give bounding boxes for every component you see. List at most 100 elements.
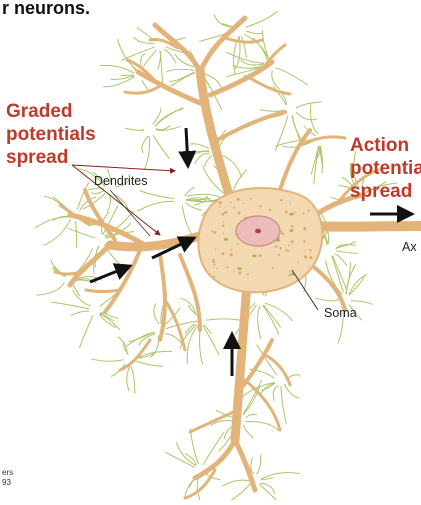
- dendritic-spine: [243, 424, 254, 439]
- soma-granule: [280, 198, 283, 202]
- soma-granule: [229, 253, 233, 257]
- dendritic-spine: [166, 68, 195, 73]
- dendritic-spine: [78, 315, 94, 348]
- dendritic-spine: [91, 190, 105, 195]
- dendritic-spine: [79, 196, 97, 212]
- dendritic-spine: [261, 382, 276, 391]
- soma-granule: [285, 210, 288, 214]
- dendritic-spine: [255, 454, 262, 475]
- dendritic-spine: [263, 304, 282, 328]
- soma-granule: [285, 249, 289, 252]
- soma-granule: [281, 232, 284, 236]
- dendritic-spine: [120, 74, 135, 77]
- soma-green-granule: [237, 267, 242, 270]
- dendritic-spine: [203, 324, 213, 335]
- dendritic-spine: [245, 421, 279, 432]
- soma-granule: [302, 212, 305, 215]
- dendritic-spine: [99, 313, 121, 331]
- dendritic-spine: [209, 420, 235, 427]
- soma-granule: [290, 240, 294, 244]
- dendritic-spine: [272, 385, 279, 401]
- soma-granule: [233, 206, 235, 209]
- soma-granule: [213, 263, 216, 266]
- dendritic-spine: [348, 304, 363, 321]
- soma-leader: [291, 269, 319, 311]
- dendritic-spine: [303, 124, 316, 137]
- soma-granule: [268, 208, 272, 212]
- dendritic-spine: [185, 202, 202, 211]
- dendritic-spine: [184, 323, 196, 335]
- page-heading: r neurons.: [2, 0, 91, 18]
- dendritic-spine: [222, 479, 250, 487]
- dendritic-spine: [348, 274, 366, 296]
- dendritic-spine: [325, 260, 343, 295]
- dendritic-spine: [174, 54, 195, 68]
- action-line-2: potentials: [350, 158, 421, 179]
- arrow-dendrite-left-1: [89, 263, 133, 284]
- soma-granule: [288, 274, 291, 277]
- soma-granule: [242, 202, 244, 205]
- soma-granule: [303, 255, 307, 259]
- soma-granule: [223, 211, 227, 214]
- dendritic-spine: [194, 152, 211, 164]
- dendritic-spine: [100, 311, 119, 320]
- graded-line-1: Graded: [6, 101, 73, 122]
- dendritic-spine: [188, 304, 197, 316]
- dendritic-spine: [114, 176, 131, 188]
- dendritic-spine: [143, 135, 150, 171]
- dendritic-spine: [353, 151, 360, 190]
- soma-green-granule: [289, 229, 294, 232]
- dendritic-spine: [103, 76, 135, 88]
- dendritic-spine: [142, 49, 157, 68]
- dendritic-spine: [319, 145, 323, 165]
- dendritic-spine: [245, 30, 263, 35]
- arrow-dendrite-left-2: [151, 236, 197, 260]
- dendritic-spine: [259, 483, 283, 505]
- dendritic-spine: [170, 72, 195, 87]
- dendritic-spine: [335, 240, 357, 249]
- dendritic-spine: [242, 386, 261, 416]
- soma-granule: [222, 221, 224, 223]
- dendritic-spine: [116, 39, 138, 71]
- dendritic-spine: [124, 127, 145, 131]
- dendritic-spine: [252, 37, 268, 60]
- soma-granule: [294, 211, 297, 214]
- dendritic-spine: [165, 451, 195, 468]
- dendritic-spine: [331, 255, 347, 289]
- dendritic-spine: [315, 297, 340, 302]
- soma-granule: [213, 231, 217, 234]
- dendritic-spine: [99, 312, 115, 322]
- soma-granule: [309, 256, 313, 260]
- soma-granule: [226, 211, 228, 214]
- dendritic-spine: [341, 177, 357, 192]
- soma-granule: [307, 209, 311, 212]
- dendritic-spine: [310, 145, 319, 175]
- action-line-3: spread: [350, 181, 413, 202]
- dendritic-spine: [313, 145, 320, 185]
- dendritic-spine: [189, 143, 210, 150]
- dendritic-spine: [186, 325, 199, 365]
- arrow-dendrite-down: [178, 127, 197, 169]
- dendritic-spine: [184, 186, 195, 197]
- dendritic-spine: [221, 483, 251, 505]
- soma-granule: [221, 224, 225, 228]
- dendritic-spine: [165, 320, 200, 330]
- soma-granule: [308, 265, 310, 268]
- soma-granule: [211, 230, 214, 233]
- dendritic-spine: [274, 115, 289, 151]
- dendritic-spine: [249, 368, 275, 379]
- soma-granule: [216, 267, 219, 270]
- dendritic-spine: [51, 301, 90, 310]
- dendritic-spine: [264, 302, 293, 322]
- dendritic-spine: [250, 457, 255, 475]
- dendritic-spine: [240, 35, 247, 59]
- soma-granule: [221, 252, 225, 256]
- soma-granule: [246, 273, 249, 276]
- dendritic-spine: [137, 200, 175, 212]
- soma-granule: [229, 201, 232, 204]
- dendritic-spine: [280, 385, 287, 425]
- dendritic-spine: [234, 35, 241, 70]
- soma-granule: [212, 260, 215, 264]
- dendritic-spine: [43, 218, 72, 246]
- dendritic-spine: [257, 305, 262, 340]
